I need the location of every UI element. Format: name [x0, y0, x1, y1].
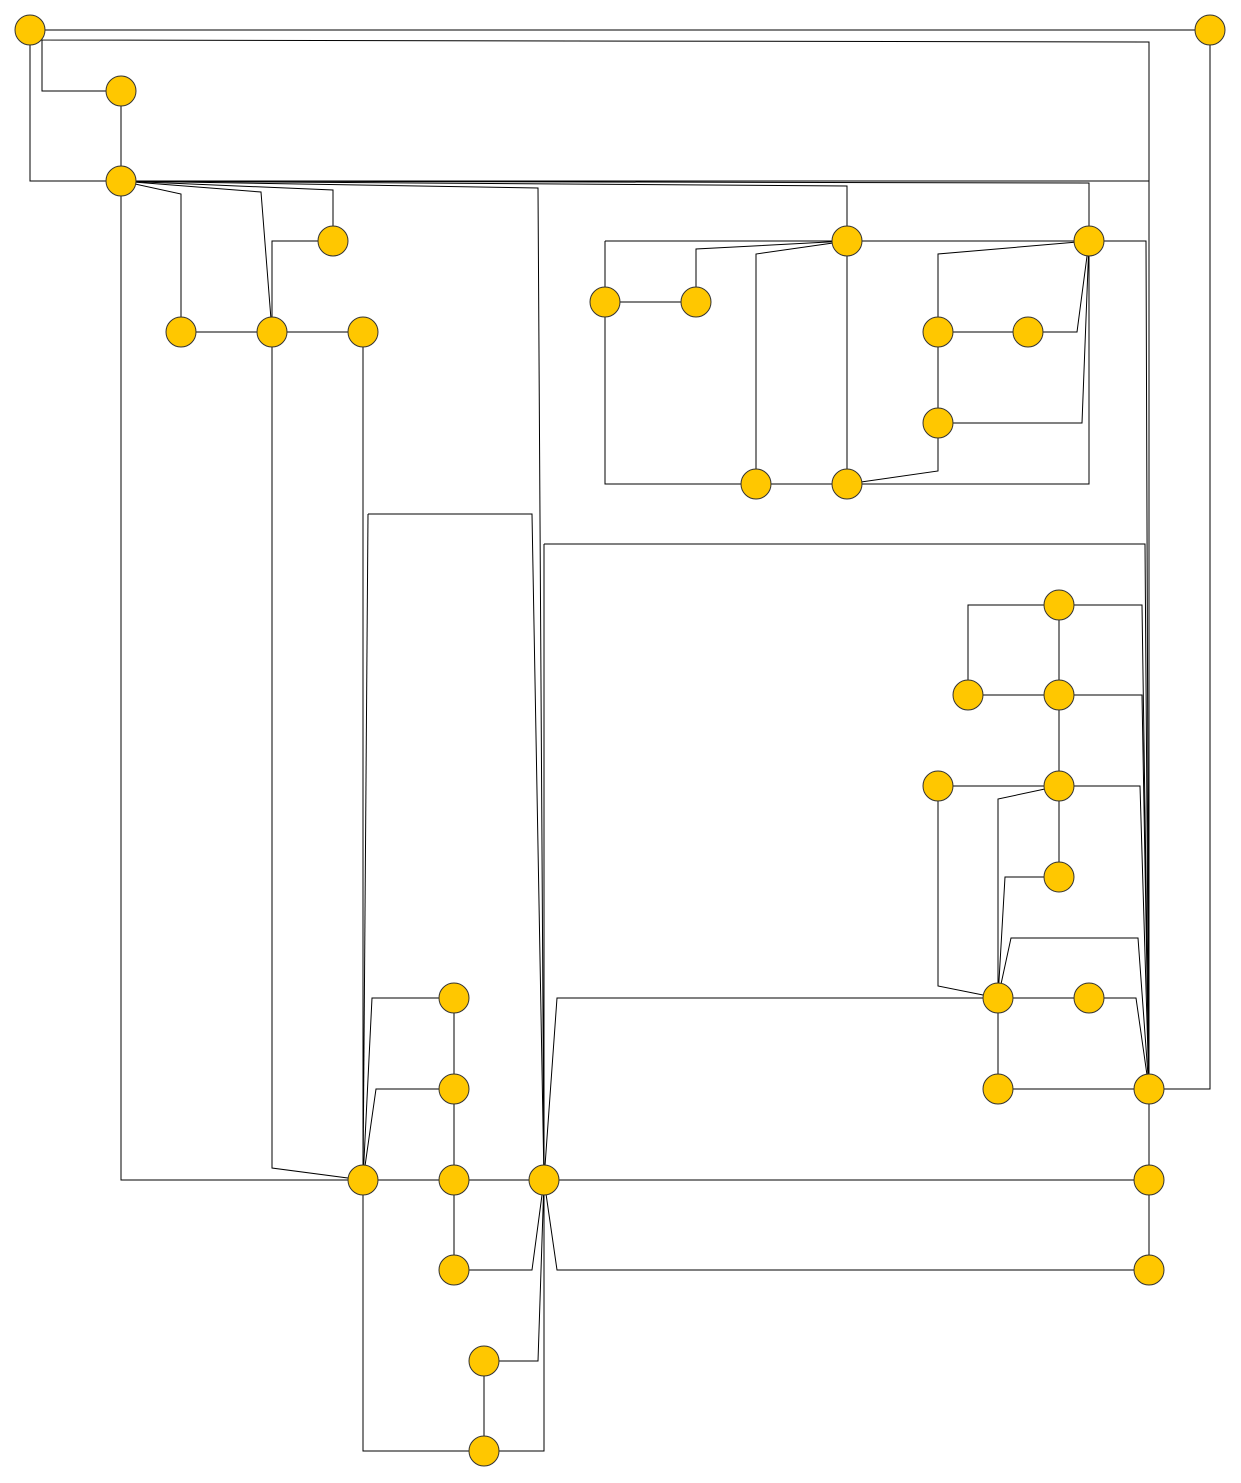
- edge-line: [271, 332, 364, 1181]
- graph-node[interactable]: [1133, 1073, 1165, 1105]
- graph-node[interactable]: [589, 286, 621, 318]
- graph-node[interactable]: [1133, 1164, 1165, 1196]
- edge-line: [454, 1179, 545, 1271]
- graph-node[interactable]: [438, 982, 470, 1014]
- edge-line: [755, 240, 848, 484]
- graph-node[interactable]: [105, 165, 137, 197]
- edge-line: [120, 180, 1090, 241]
- edge-line: [937, 786, 999, 999]
- edge-line: [271, 240, 333, 332]
- edge-line: [544, 543, 1150, 1090]
- graph-node[interactable]: [922, 407, 954, 439]
- edge-line: [937, 240, 1090, 332]
- graph-node[interactable]: [831, 225, 863, 257]
- edge-line: [847, 241, 1090, 485]
- graph-node[interactable]: [1043, 770, 1075, 802]
- edge-line: [1089, 997, 1150, 1090]
- edge-line: [1059, 604, 1150, 1090]
- graph-node[interactable]: [831, 468, 863, 500]
- graph-node[interactable]: [347, 1164, 379, 1196]
- graph-node[interactable]: [1073, 982, 1105, 1014]
- edge-line: [846, 423, 939, 485]
- edge-line: [120, 180, 545, 1181]
- edge-line: [362, 997, 454, 1181]
- edge-line: [362, 513, 369, 1181]
- graph-node[interactable]: [105, 75, 137, 107]
- graph-node[interactable]: [438, 1164, 470, 1196]
- edge-line: [120, 181, 363, 1181]
- graph-nodes: [14, 14, 1226, 1467]
- graph-node[interactable]: [14, 14, 46, 46]
- graph-node[interactable]: [317, 225, 349, 257]
- graph-node[interactable]: [528, 1164, 560, 1196]
- edge-line: [1059, 785, 1150, 1090]
- edge-line: [1149, 30, 1211, 1090]
- edge-line: [368, 513, 545, 1181]
- graph-node[interactable]: [922, 770, 954, 802]
- edge-line: [362, 1180, 484, 1452]
- graph-node[interactable]: [468, 1435, 500, 1467]
- graph-node[interactable]: [1012, 316, 1044, 348]
- graph-node[interactable]: [438, 1073, 470, 1105]
- edge-line: [543, 1179, 1149, 1271]
- edge-line: [120, 180, 334, 241]
- graph-node[interactable]: [982, 1073, 1014, 1105]
- edge-line: [120, 180, 848, 241]
- graph-node[interactable]: [740, 468, 772, 500]
- graph-node[interactable]: [468, 1345, 500, 1377]
- edge-line: [695, 240, 848, 302]
- edge-line: [484, 1179, 545, 1362]
- edge-line: [29, 30, 121, 182]
- edge-line: [938, 240, 1090, 424]
- edge-line: [362, 1088, 454, 1181]
- graph-node[interactable]: [1133, 1254, 1165, 1286]
- edge-line: [997, 785, 1060, 998]
- graph-node[interactable]: [680, 286, 712, 318]
- edge-line: [29, 29, 121, 92]
- edge-line: [1028, 240, 1090, 333]
- graph-node[interactable]: [1043, 679, 1075, 711]
- graph-node[interactable]: [1043, 589, 1075, 621]
- graph-edges: [29, 29, 1211, 1452]
- graph-node[interactable]: [1043, 861, 1075, 893]
- edge-line: [967, 604, 1059, 695]
- edge-line: [120, 180, 273, 333]
- edge-line: [997, 876, 1059, 999]
- edge-line: [120, 180, 182, 332]
- edge-line: [543, 997, 998, 1181]
- graph-node[interactable]: [922, 316, 954, 348]
- edge-line: [29, 29, 1150, 1089]
- graph-node[interactable]: [1194, 14, 1226, 46]
- graph-node[interactable]: [982, 982, 1014, 1014]
- edge-line: [997, 937, 1150, 1090]
- graph-node[interactable]: [347, 316, 379, 348]
- edge-line: [484, 1180, 545, 1452]
- graph-node[interactable]: [1073, 225, 1105, 257]
- edge-line: [1059, 694, 1150, 1090]
- graph-node[interactable]: [952, 679, 984, 711]
- edge-line: [604, 241, 756, 485]
- graph-node[interactable]: [438, 1254, 470, 1286]
- edge-line: [1089, 240, 1150, 1090]
- graph-node[interactable]: [165, 316, 197, 348]
- graph-node[interactable]: [256, 316, 288, 348]
